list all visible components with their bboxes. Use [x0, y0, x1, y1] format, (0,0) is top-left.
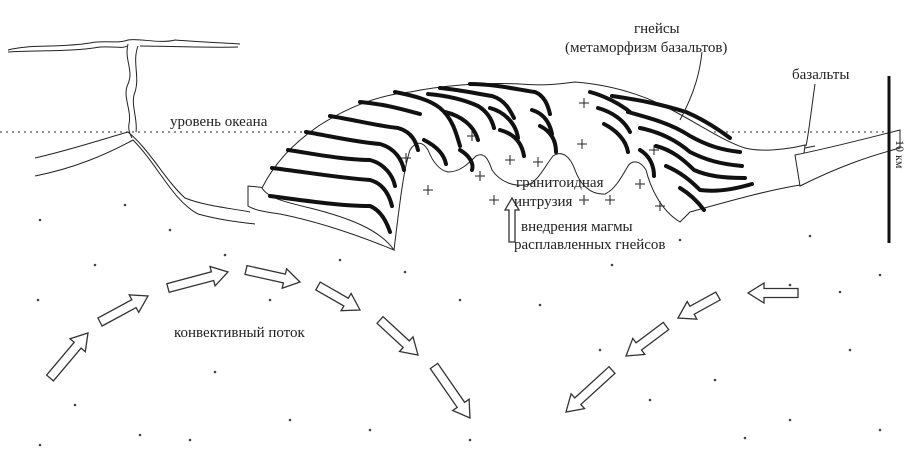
mantle-dot [37, 299, 40, 302]
label-basalts: базальты [792, 67, 849, 83]
mantle-dot [879, 429, 882, 432]
label-magma-2: расплавленных гнейсов [514, 237, 666, 253]
mantle-dot [289, 419, 292, 422]
mantle-dot [189, 439, 192, 442]
granite-cross [489, 195, 499, 205]
label-gneiss-note: (метаморфизм базальтов) [565, 40, 727, 56]
mantle-dot [599, 349, 602, 352]
label-gneiss: гнейсы [634, 21, 680, 37]
mantle-dot [679, 239, 682, 242]
granite-cross [579, 195, 589, 205]
mantle-dot [94, 264, 97, 267]
mantle-dot [839, 291, 842, 294]
mantle-dot [39, 219, 42, 222]
mantle-dot [744, 437, 747, 440]
convection-arrow [678, 292, 720, 319]
convection-arrow [566, 367, 615, 412]
mantle-dot [74, 404, 77, 407]
mantle-dot [214, 371, 217, 374]
granite-cross [635, 179, 645, 189]
mantle-dot [224, 254, 227, 257]
granite-cross [605, 195, 615, 205]
mantle-dot [879, 274, 882, 277]
mantle-dot [611, 264, 614, 267]
mantle-dot [139, 434, 142, 437]
mantle-dot [849, 349, 852, 352]
scale-label: 10 км [893, 140, 904, 169]
convection-arrow [430, 363, 470, 418]
granite-cross [475, 171, 485, 181]
convection-arrow [167, 267, 228, 293]
mantle-dot [539, 304, 542, 307]
label-granitoid-2: интрузия [514, 194, 573, 210]
mantle-dot [269, 299, 272, 302]
mantle-dot [459, 299, 462, 302]
label-convective: конвективный поток [174, 325, 306, 341]
convection-arrow [245, 266, 300, 289]
mantle-dot [789, 284, 792, 287]
mantle-dot [404, 271, 407, 274]
mantle-dot [649, 399, 652, 402]
label-ocean-level: уровень океана [170, 114, 268, 130]
label-magma-1: внедрения магмы [521, 219, 633, 235]
mantle-dot [369, 429, 372, 432]
mantle-dot [169, 229, 172, 232]
mantle-dot [809, 235, 812, 238]
mantle-dot [39, 444, 42, 447]
mantle-dot [469, 439, 472, 442]
mantle-dot [789, 419, 792, 422]
convective-arrows [47, 266, 798, 418]
mantle-dot [339, 259, 342, 262]
convection-arrow [626, 322, 669, 356]
granite-cross [423, 185, 433, 195]
convection-arrow [377, 317, 418, 355]
right-basalt-slab [795, 84, 900, 186]
mantle-dot [714, 379, 717, 382]
convection-arrow [316, 282, 360, 311]
convection-arrow [47, 333, 88, 381]
label-granitoid-1: гранитоидная [516, 175, 604, 191]
convection-arrow [98, 295, 148, 326]
mantle-dot [124, 204, 127, 207]
